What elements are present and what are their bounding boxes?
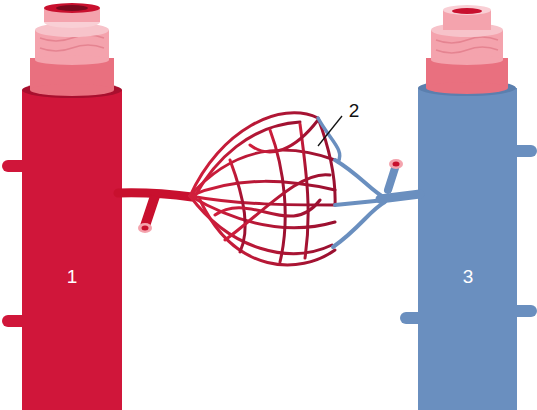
capillary-bed — [190, 113, 335, 265]
callout-number: 1 — [67, 267, 78, 286]
leader-line — [318, 116, 342, 146]
vein — [400, 5, 537, 410]
callout-number: 2 — [349, 101, 360, 120]
artery — [2, 3, 122, 410]
callout-number: 3 — [463, 267, 474, 286]
